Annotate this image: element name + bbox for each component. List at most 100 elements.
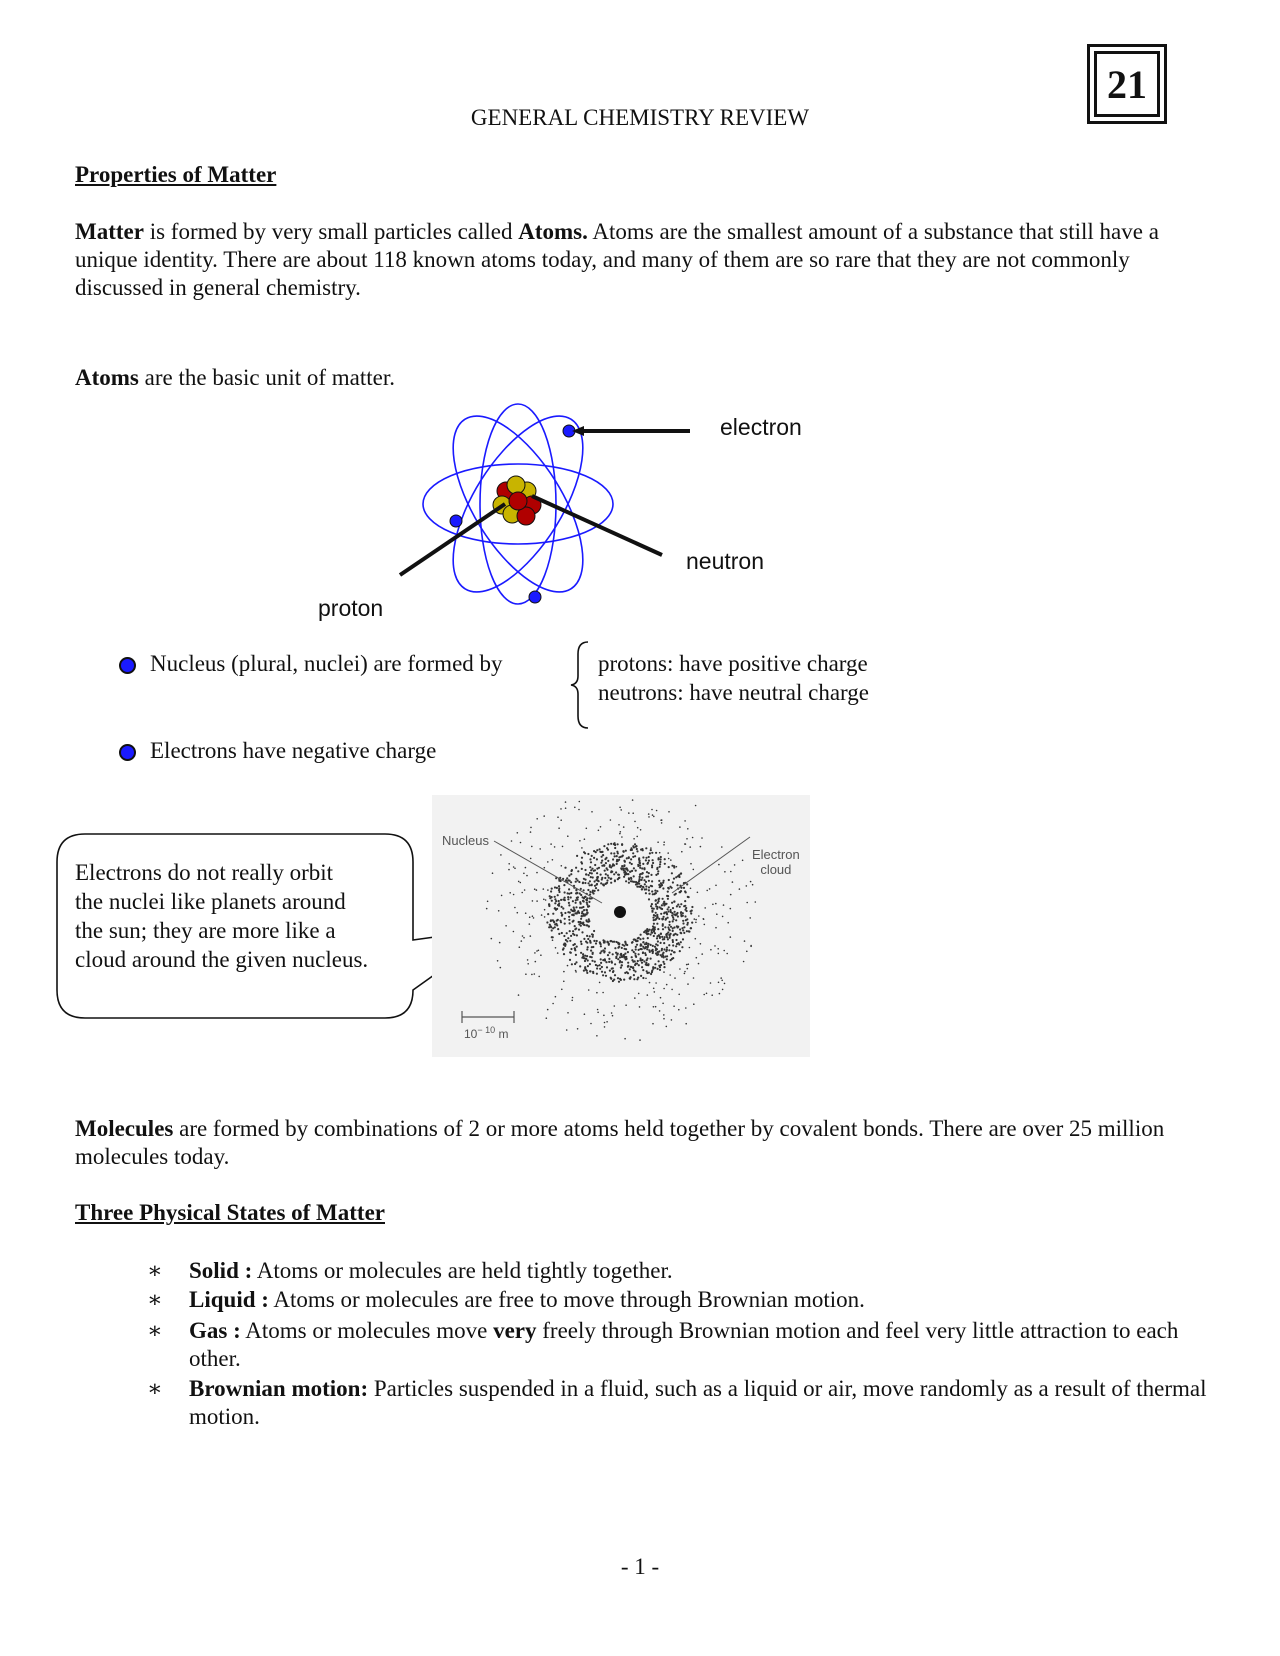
cloud-dot [656, 907, 659, 910]
cloud-dot [670, 886, 673, 889]
cloud-dot [556, 924, 559, 927]
cloud-dot [672, 951, 676, 954]
cloud-dot [611, 953, 614, 956]
cloud-dot [682, 919, 685, 922]
cloud-dot [600, 861, 603, 864]
cloud-dot [645, 885, 648, 888]
cloud-dot [607, 859, 610, 862]
cloud-dot [651, 814, 654, 816]
cloud-dot [664, 918, 667, 921]
cloud-dot [536, 900, 538, 902]
brownian-text: Particles suspended in a fluid, such as … [189, 1376, 1207, 1429]
cloud-dot [667, 886, 670, 889]
cloud-dot [721, 988, 724, 991]
cloud-dot [644, 859, 647, 862]
cloud-dot [651, 880, 654, 883]
cloud-dot [658, 883, 661, 886]
cloud-dot [669, 908, 672, 912]
cloud-dot [596, 991, 598, 994]
cloud-dot [746, 950, 748, 953]
cloud-dot [657, 960, 660, 963]
cloud-dot [669, 953, 673, 956]
cloud-dot [611, 1014, 614, 1017]
cloud-dot [531, 973, 533, 976]
cloud-dot [663, 962, 666, 965]
cloud-dot [662, 887, 665, 890]
cloud-dot [672, 944, 675, 947]
cloud-dot [672, 877, 676, 880]
cloud-dot [750, 944, 752, 947]
cloud-dot [647, 875, 650, 878]
cloud-dot [686, 967, 689, 970]
cloud-dot [569, 896, 572, 899]
bullet-dot [119, 744, 136, 761]
atoms-paragraph: Atoms are the basic unit of matter. [75, 364, 1205, 392]
cloud-dot [560, 931, 563, 935]
cloud-dot [729, 893, 732, 896]
cloud-dot [590, 854, 593, 857]
cloud-dot [570, 891, 573, 895]
cloud-dot [567, 898, 570, 901]
cloud-dot [554, 908, 558, 911]
cloud-dot [596, 967, 599, 970]
cloud-dot [529, 935, 532, 937]
cloud-dot [685, 963, 688, 966]
cloud-dot [550, 890, 553, 893]
cloud-dot [606, 1021, 608, 1023]
cloud-dot [593, 929, 596, 933]
cloud-dot [641, 867, 644, 870]
cloud-dot [677, 903, 680, 906]
cloud-dot [565, 932, 568, 935]
cloud-dot [688, 930, 691, 933]
cloud-dot [573, 947, 577, 951]
cloud-dot [647, 898, 651, 901]
cloud-dot [592, 892, 595, 895]
cloud-dot [658, 865, 661, 868]
cloud-dot [568, 922, 571, 925]
cloud-dot [576, 879, 579, 882]
cloud-dot [603, 1021, 606, 1024]
cloud-dot [636, 882, 639, 885]
cloud-dot [678, 950, 681, 953]
cloud-dot [602, 974, 605, 977]
cloud-dot [582, 923, 585, 926]
cloud-dot [605, 966, 609, 969]
cloud-dot [583, 959, 587, 963]
cloud-dot [625, 880, 628, 883]
cloud-dot [715, 926, 717, 929]
cloud-dot [607, 942, 610, 945]
cloud-dot [568, 888, 571, 891]
cloud-dot [572, 930, 575, 933]
cloud-dot [529, 831, 532, 833]
bullet-electrons: Electrons have negative charge [150, 738, 437, 763]
cloud-dot [552, 912, 555, 915]
cloud-dot [743, 940, 746, 942]
cloud-dot [642, 856, 645, 859]
cloud-dot [528, 916, 531, 918]
cloud-dot [568, 911, 571, 914]
cloud-dot [674, 977, 676, 979]
cloud-dot [580, 942, 583, 946]
cloud-dot [558, 890, 561, 894]
cloud-dot [596, 849, 599, 852]
label-neutron: neutron [686, 548, 765, 574]
cloud-dot [671, 939, 674, 942]
cloud-dot [689, 887, 692, 890]
cloud-dot [684, 891, 687, 894]
cloud-dot [622, 850, 625, 853]
cloud-dot [529, 857, 532, 860]
cloud-dot [657, 870, 660, 873]
cloud-dot [686, 921, 689, 924]
callout-line: Electrons do not really orbit [75, 860, 334, 885]
cloud-dot [580, 915, 583, 918]
cloud-dot [597, 880, 600, 883]
cloud-dot [647, 855, 650, 859]
cloud-dot [560, 905, 563, 908]
cloud-dot [518, 946, 521, 948]
cloud-dot [568, 918, 571, 921]
cloud-dot [674, 892, 677, 895]
cloud-dot [586, 946, 589, 949]
cloud-dot [590, 949, 593, 952]
cloud-dot [569, 951, 572, 954]
cloud-dot [590, 872, 593, 875]
